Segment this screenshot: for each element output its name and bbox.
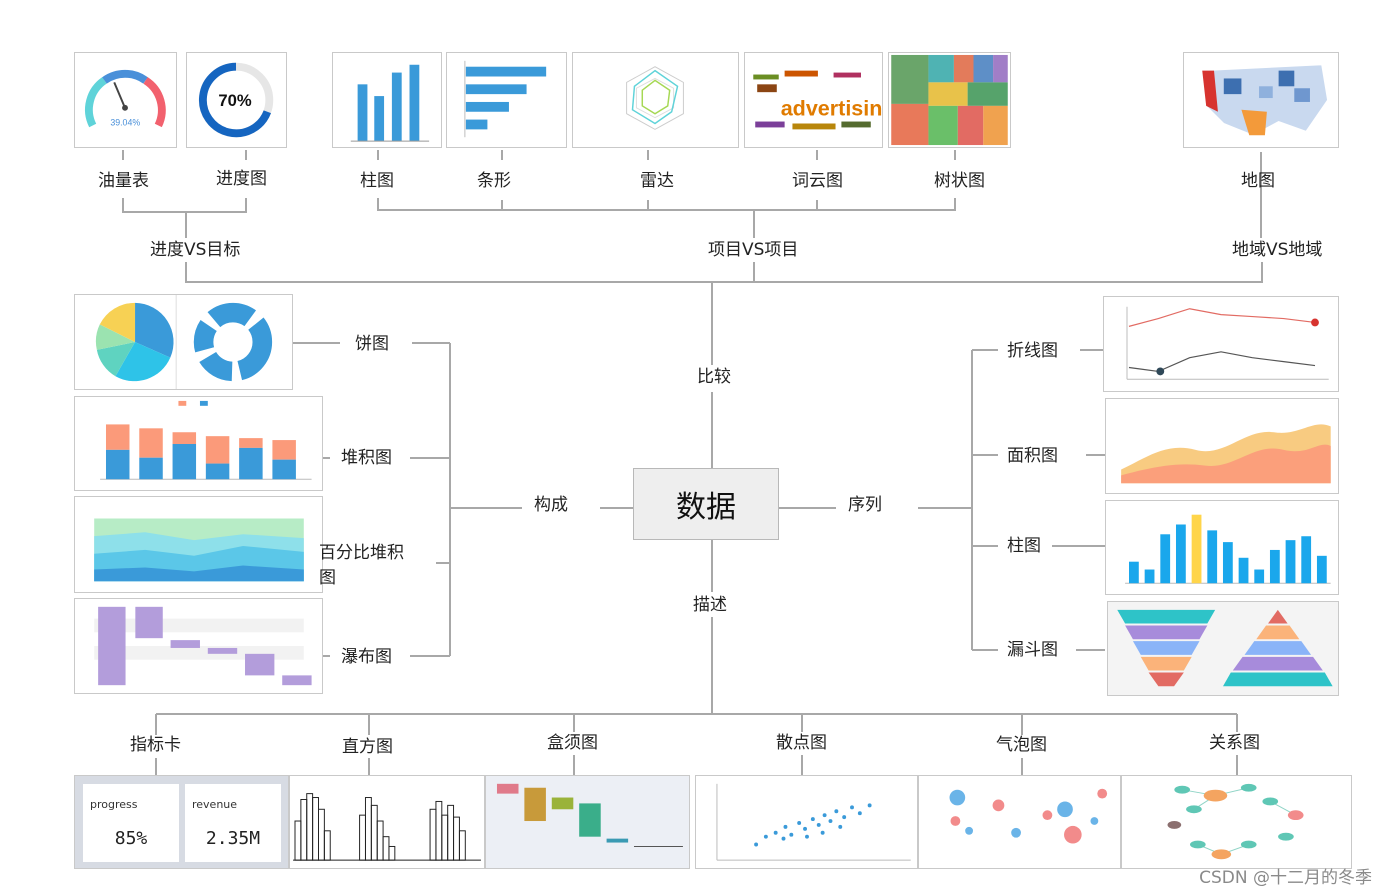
kpi-card-title: revenue — [192, 798, 238, 811]
label-bar: 条形 — [477, 171, 511, 191]
stacked-bar-thumbnail — [74, 396, 323, 491]
line-chart-thumbnail — [1103, 296, 1339, 392]
label-percent-stacked: 百分比堆积图 — [319, 543, 404, 588]
label-relation: 关系图 — [1209, 733, 1260, 753]
kpi-card-revenue: revenue 2.35M — [185, 784, 281, 862]
relation-graph-thumbnail — [1121, 775, 1352, 869]
kpi-card-title: progress — [90, 798, 138, 811]
category-compose: 构成 — [534, 495, 568, 515]
treemap-thumbnail — [888, 52, 1011, 148]
label-histogram: 直方图 — [342, 737, 393, 757]
scatter-plot-thumbnail — [695, 775, 918, 869]
label-bubble: 气泡图 — [996, 735, 1047, 755]
bar-chart-thumbnail — [446, 52, 567, 148]
kpi-card-progress: progress 85% — [83, 784, 179, 862]
label-column-top: 柱图 — [360, 171, 394, 191]
map-thumbnail — [1183, 52, 1339, 148]
wordcloud-main-word: advertising — [781, 97, 882, 121]
funnel-chart-thumbnail — [1107, 601, 1339, 696]
gauge-value: 39.04% — [110, 117, 140, 127]
label-radar: 雷达 — [640, 171, 674, 191]
gauge-thumbnail: 39.04% — [74, 52, 177, 148]
watermark: CSDN @十二月的冬季 — [1199, 868, 1372, 888]
wordcloud-thumbnail: advertising — [744, 52, 883, 148]
label-treemap: 树状图 — [934, 171, 985, 191]
category-describe: 描述 — [693, 595, 727, 615]
waterfall-chart-thumbnail — [74, 598, 323, 694]
progress-value: 70% — [218, 91, 251, 110]
label-stacked: 堆积图 — [341, 448, 392, 468]
radar-chart-thumbnail — [572, 52, 739, 148]
percent-stacked-area-thumbnail — [74, 496, 323, 593]
label-funnel: 漏斗图 — [1007, 640, 1058, 660]
bubble-chart-thumbnail — [918, 775, 1121, 869]
category-compare: 比较 — [697, 367, 731, 387]
label-waterfall: 瀑布图 — [341, 647, 392, 667]
label-line: 折线图 — [1007, 341, 1058, 361]
progress-ring-thumbnail: 70% — [186, 52, 287, 148]
kpi-card-thumbnail: progress 85% revenue 2.35M — [74, 775, 289, 869]
area-chart-thumbnail — [1105, 398, 1339, 494]
group-progress-vs-target: 进度VS目标 — [150, 240, 241, 260]
label-map: 地图 — [1241, 171, 1275, 191]
column-chart-thumbnail — [332, 52, 442, 148]
label-wordcloud: 词云图 — [792, 171, 843, 191]
center-node-data: 数据 — [633, 468, 779, 540]
label-progress: 进度图 — [216, 169, 267, 189]
histogram-thumbnail — [289, 775, 485, 869]
label-boxplot: 盒须图 — [547, 733, 598, 753]
group-region-vs-region: 地域VS地域 — [1232, 240, 1323, 260]
column-sequence-thumbnail — [1105, 500, 1339, 595]
category-sequence: 序列 — [848, 495, 882, 515]
label-kpi: 指标卡 — [130, 735, 181, 755]
kpi-card-value: 2.35M — [205, 828, 261, 849]
boxplot-thumbnail — [485, 775, 690, 869]
label-column-right: 柱图 — [1007, 536, 1041, 556]
center-title: 数据 — [676, 490, 736, 525]
group-item-vs-item: 项目VS项目 — [708, 240, 799, 260]
label-pie: 饼图 — [355, 334, 389, 354]
label-area: 面积图 — [1007, 446, 1058, 466]
label-scatter: 散点图 — [776, 733, 827, 753]
pie-chart-thumbnail — [74, 294, 293, 390]
kpi-card-value: 85% — [114, 828, 148, 849]
label-gauge: 油量表 — [98, 171, 149, 191]
